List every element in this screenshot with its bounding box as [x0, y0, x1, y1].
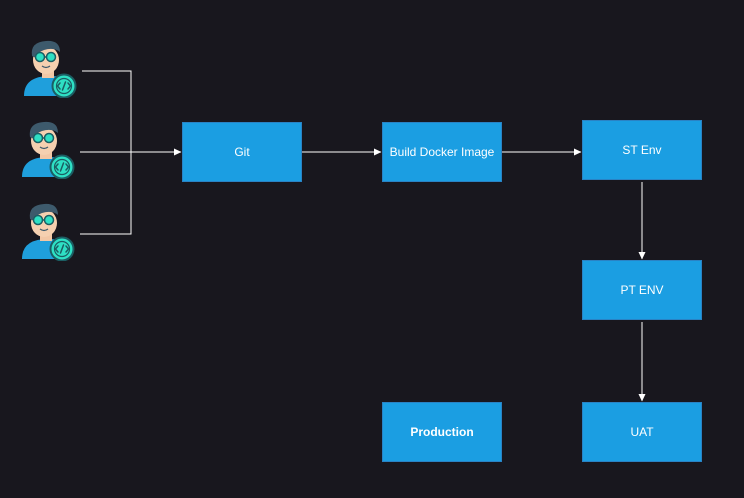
node-uat[interactable]: UAT: [582, 402, 702, 462]
node-git-label: Git: [234, 145, 250, 159]
node-production[interactable]: Production: [382, 402, 502, 462]
node-build-label: Build Docker Image: [389, 145, 495, 159]
connector-dev3-merge: [80, 152, 132, 235]
node-pt-env[interactable]: PT ENV: [582, 260, 702, 320]
node-pt-label: PT ENV: [620, 283, 664, 297]
node-st-env[interactable]: ST Env: [582, 120, 702, 180]
node-uat-label: UAT: [630, 425, 654, 439]
node-st-label: ST Env: [622, 143, 662, 157]
developer-icon: [22, 203, 75, 261]
node-production-label: Production: [410, 425, 474, 439]
developer-icon: [22, 121, 75, 179]
developer-icon: [24, 40, 77, 98]
node-build-docker-image[interactable]: Build Docker Image: [382, 122, 502, 182]
node-git[interactable]: Git: [182, 122, 302, 182]
connector-dev1-merge: [82, 70, 132, 152]
